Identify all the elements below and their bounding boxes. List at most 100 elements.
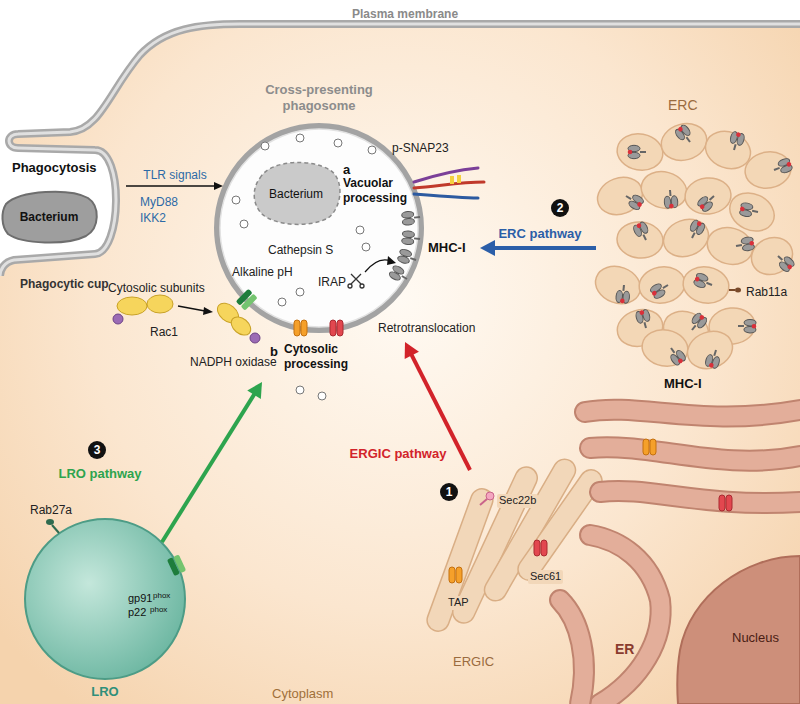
mhc-stalk [734, 144, 736, 150]
text-holder: NADPH oxidase [190, 352, 277, 370]
mhc-i-molecule [666, 344, 688, 367]
sec61-subunit [330, 320, 336, 336]
arrowhead [480, 240, 495, 256]
text-holder: IKK2 [140, 208, 166, 226]
mhc-i-molecule [649, 279, 672, 300]
signal-label: IKK2 [140, 211, 166, 226]
panel-letter: a [343, 162, 350, 178]
sec22b-stalk [480, 499, 487, 505]
nucleus-shape: Nucleus [662, 548, 800, 704]
lro-body [25, 519, 185, 679]
mhc-i-molecule [635, 309, 653, 330]
protein-label: Cytosolic subunits [108, 281, 205, 296]
er-sheet [560, 600, 584, 704]
molecule-label: MHC-I [664, 376, 702, 392]
mhc-i-molecule [401, 210, 420, 225]
text-holder: LRO pathway [58, 464, 141, 482]
ergic-tap [449, 567, 462, 583]
region-label: Cytoplasm [272, 686, 333, 702]
panel-letter: b [270, 344, 278, 360]
text-holder: IRAP [318, 272, 346, 290]
pathway-arrow [126, 185, 216, 187]
text-holder: Cross-presenting phagosome [249, 82, 389, 115]
text-holder: Cytosolic processing [284, 342, 362, 372]
text-holder: TAP [446, 592, 471, 610]
shape-outline [662, 548, 800, 704]
mhc-i-molecule [687, 311, 709, 334]
signal-label: MyD88 [140, 195, 178, 210]
mhc-i-molecule [686, 219, 706, 241]
mhc-head [401, 237, 414, 245]
cytosolic-subunit [214, 299, 243, 327]
recycling-tubule [592, 171, 648, 221]
peptide [232, 196, 240, 204]
recycling-tubule [684, 176, 733, 216]
text-holder: phox [150, 598, 167, 616]
peptide [356, 226, 364, 234]
text-holder: Rac1 [150, 322, 178, 340]
text-holder: ERC [668, 96, 698, 115]
recycling-tubule [614, 130, 666, 173]
mhc-i-molecule [739, 202, 760, 219]
bound-peptide [636, 201, 642, 207]
node-text: Nucleus [732, 630, 779, 646]
recycling-tubule [682, 325, 738, 375]
callout-number: 2 [551, 199, 569, 217]
er-sheet [600, 491, 800, 503]
peptide [318, 392, 326, 400]
connector-group [480, 240, 596, 256]
peptide [334, 139, 342, 147]
bound-peptide [699, 314, 705, 320]
trim-arrowhead [387, 256, 396, 265]
node-text: ERC [668, 97, 698, 115]
text-holder: Rab11a [746, 282, 787, 300]
recycling-tubule [745, 231, 798, 281]
gp91-subunit [167, 557, 180, 576]
peptide [296, 134, 304, 142]
text-holder: Bacterium [0, 207, 98, 225]
tap-subunit [294, 320, 300, 336]
trim-arrow [365, 260, 391, 272]
er-sheet-edge [600, 491, 800, 503]
mhc-stalk [736, 245, 742, 246]
text-holder: TLR signals [143, 165, 206, 183]
mhc-head [402, 218, 415, 226]
mhc-head [392, 264, 406, 276]
mhc-stalk [414, 237, 420, 240]
membrane-label: Plasma membrane [352, 7, 458, 22]
shape-group [590, 119, 798, 375]
free-cytosolic-subunits [113, 295, 173, 324]
bound-peptide [786, 161, 792, 167]
mhc-stalk [778, 256, 782, 260]
mhc-head [397, 255, 410, 265]
mhc-stalk [414, 216, 420, 219]
bound-peptide [677, 358, 683, 364]
superscript: phox [150, 605, 167, 615]
mhc-i-molecule [773, 251, 796, 273]
recycling-tubule [657, 119, 711, 166]
tap-transporter [294, 320, 307, 336]
mhc-i-molecule [704, 348, 722, 369]
connector-group [126, 182, 223, 190]
text-holder: gp91 [128, 588, 152, 606]
mhc-stalk [692, 233, 695, 238]
text-holder: phox [153, 584, 170, 602]
bound-peptide [677, 126, 683, 132]
text-holder: Sec61 [528, 566, 563, 584]
scissors-ring [348, 284, 352, 288]
mhc-i-molecule [663, 189, 678, 208]
mhc-i-molecule [674, 123, 696, 146]
text-holder: 3 [88, 440, 106, 459]
mhc-i-molecule [735, 236, 755, 252]
mhc-head [401, 211, 414, 219]
protein-label: Rab27a [30, 503, 72, 518]
recycling-tubule [590, 260, 646, 310]
protein-label: Rac1 [150, 325, 178, 340]
mhc-i-molecule [388, 264, 410, 285]
tap-subunit [449, 567, 455, 583]
scissors-ring [360, 284, 364, 288]
pathway-label: LRO pathway [58, 466, 141, 482]
recycling-tubule [639, 326, 691, 369]
sec61-subunit [719, 495, 725, 511]
